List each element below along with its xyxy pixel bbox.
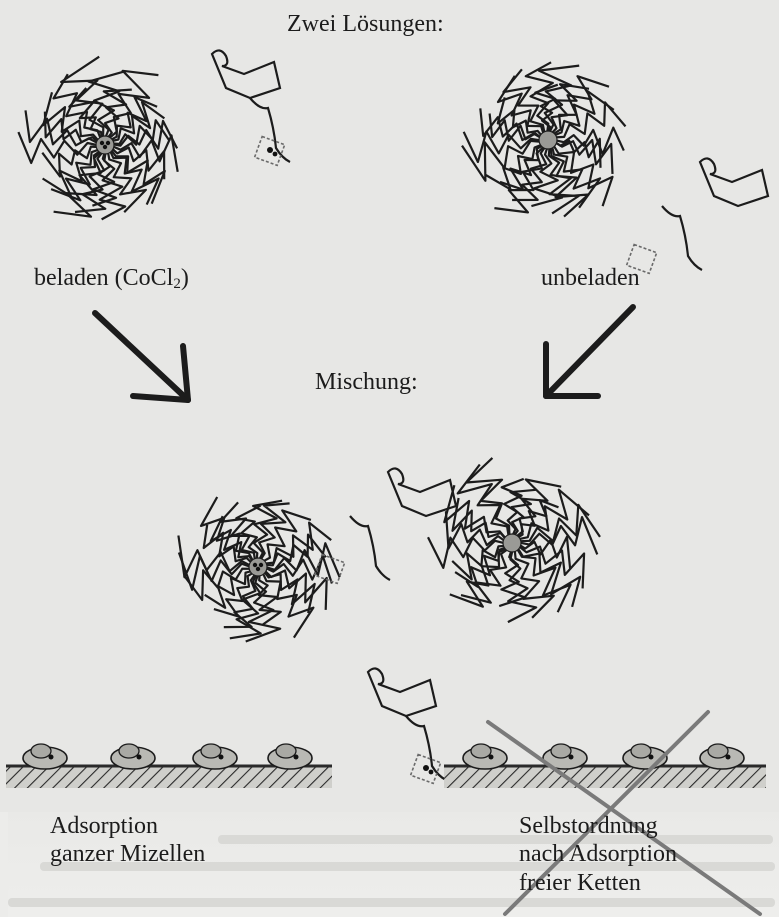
caption-line: Selbstordnung — [519, 812, 779, 840]
caption-line: nach Adsorption — [519, 840, 779, 868]
caption-line: freier Ketten — [519, 869, 779, 897]
arrow-left — [95, 313, 188, 400]
micelle-loaded-top — [18, 57, 177, 220]
micelle-loaded-mix — [178, 497, 339, 642]
label-loaded: beladen (CoCl2) — [34, 264, 189, 294]
free-chain-loaded-top — [212, 50, 290, 165]
title-mixture: Mischung: — [315, 368, 418, 396]
caption-line: Adsorption — [50, 812, 310, 840]
micelle-unloaded-mix — [428, 458, 600, 622]
label-unloaded: unbeladen — [541, 264, 640, 292]
free-chain-mix-lower — [368, 668, 446, 783]
caption-self-ordering: Selbstordnung nach Adsorption freier Ket… — [519, 812, 779, 897]
substrate-right — [444, 744, 766, 788]
caption-whole-micelle-adsorption: Adsorption ganzer Mizellen — [50, 812, 310, 869]
substrate-left — [6, 744, 332, 788]
arrow-right — [546, 307, 633, 396]
micelle-unloaded-top — [462, 62, 626, 216]
title-two-solutions: Zwei Lösungen: — [287, 10, 444, 38]
free-chain-unloaded-top — [627, 158, 768, 273]
caption-line: ganzer Mizellen — [50, 840, 310, 868]
